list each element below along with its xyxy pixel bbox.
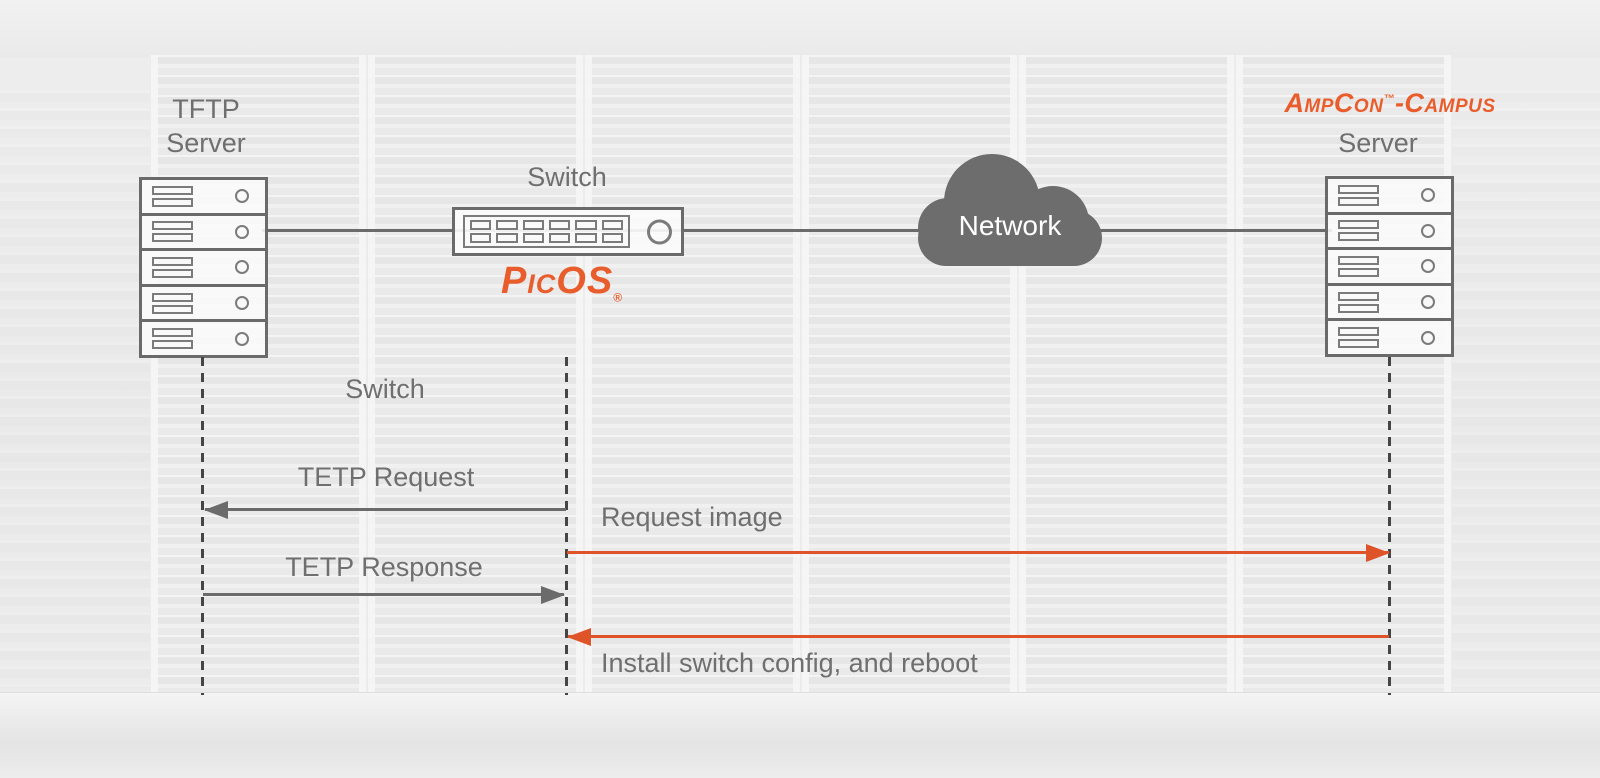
server-unit (142, 216, 265, 252)
server-unit (142, 180, 265, 216)
lifeline-tftp-server (201, 357, 204, 695)
drive-slots-icon (152, 256, 193, 278)
server-unit (1328, 179, 1451, 215)
tftp-server-label: TFTP Server (126, 92, 286, 160)
arrowhead-left-icon (567, 627, 591, 646)
message-label-install-config: Install switch config, and reboot (601, 648, 978, 678)
message-arrow-tetp-response (203, 585, 565, 604)
message-arrow-request-image (567, 543, 1390, 562)
server-unit (142, 322, 265, 355)
picos-logo-text: Pic (500, 260, 557, 302)
server-unit (142, 251, 265, 287)
led-indicator-icon (235, 189, 249, 204)
picos-logo-os: OS (556, 260, 614, 302)
ampcon-server-icon (1325, 176, 1454, 357)
drive-slots-icon (152, 221, 193, 243)
network-label: Network (958, 210, 1062, 241)
server-unit (142, 287, 265, 323)
switch-led-icon (647, 219, 672, 244)
server-unit (1328, 321, 1451, 354)
message-arrow-install-config (567, 627, 1389, 646)
lifeline-switch (565, 357, 568, 695)
switch-icon (452, 207, 684, 256)
server-unit (1328, 215, 1451, 251)
lifeline-ampcon-server (1388, 357, 1391, 695)
led-indicator-icon (235, 331, 249, 346)
switch-node-label: Switch (527, 162, 607, 192)
tftp-label-line1: TFTP (172, 94, 240, 124)
ampcon-server-label: Server (1338, 128, 1418, 158)
drive-slots-icon (152, 328, 193, 350)
datacenter-racks (150, 55, 1452, 694)
led-indicator-icon (1421, 259, 1435, 274)
server-unit (1328, 250, 1451, 286)
datacenter-side-wall-right (1450, 90, 1600, 688)
network-connection-line (262, 229, 1332, 232)
led-indicator-icon (1421, 188, 1435, 203)
tftp-server-icon (139, 177, 268, 358)
ampcon-logo-prefix: AmpCon (1284, 88, 1384, 118)
tftp-label-line2: Server (166, 128, 246, 158)
datacenter-side-wall-left (0, 90, 150, 688)
led-indicator-icon (1421, 295, 1435, 310)
drive-slots-icon (1338, 184, 1379, 206)
drive-slots-icon (1338, 255, 1379, 277)
rack-column (585, 55, 800, 694)
message-arrow-tetp-request (204, 500, 566, 519)
server-unit (1328, 286, 1451, 322)
led-indicator-icon (235, 260, 249, 275)
led-indicator-icon (235, 224, 249, 239)
ampcon-logo-suffix: -Campus (1394, 88, 1496, 118)
message-label-tetp-response: TETP Response (285, 552, 483, 582)
registered-mark: ® (613, 290, 624, 305)
ampcon-campus-logo: AmpCon™-Campus (1225, 88, 1555, 119)
datacenter-ceiling (0, 0, 1600, 58)
sequence-switch-label: Switch (345, 374, 425, 404)
network-cloud-icon (912, 150, 1108, 270)
picos-logo: PicOS® (462, 260, 662, 305)
message-label-tetp-request: TETP Request (297, 462, 475, 492)
datacenter-floor (0, 692, 1600, 778)
led-indicator-icon (235, 296, 249, 311)
message-label-request-image: Request image (601, 502, 783, 532)
rack-column (151, 55, 366, 694)
arrowhead-right-icon (1366, 543, 1390, 562)
led-indicator-icon (1421, 223, 1435, 238)
rack-column (1019, 55, 1234, 694)
drive-slots-icon (1338, 327, 1379, 349)
drive-slots-icon (152, 185, 193, 207)
switch-ports-icon (463, 215, 630, 248)
rack-column (1236, 55, 1451, 694)
drive-slots-icon (1338, 220, 1379, 242)
drive-slots-icon (1338, 291, 1379, 313)
drive-slots-icon (152, 292, 193, 314)
arrowhead-right-icon (541, 585, 565, 604)
trademark-mark: ™ (1383, 93, 1395, 105)
led-indicator-icon (1421, 330, 1435, 345)
arrowhead-left-icon (204, 500, 228, 519)
